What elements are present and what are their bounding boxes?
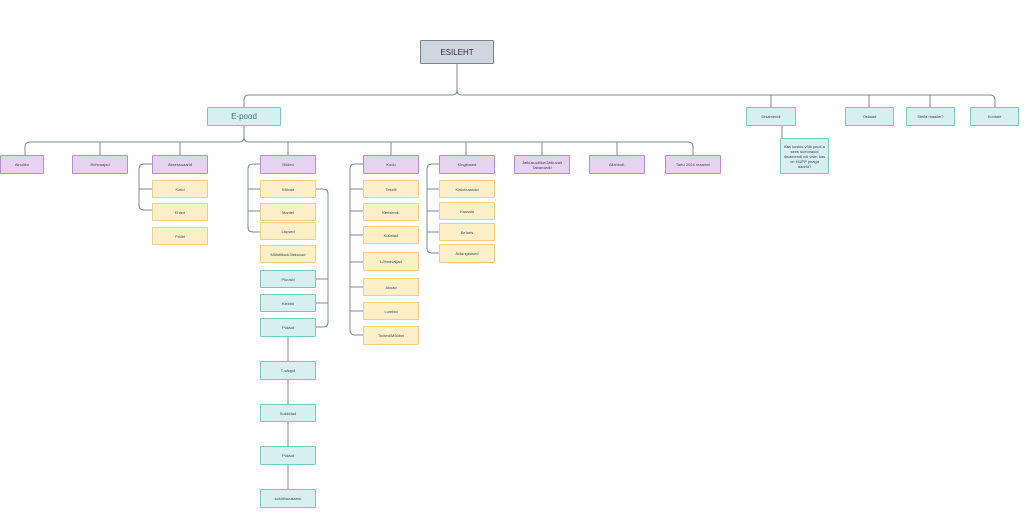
- riided-teal-item[interactable]: Pluusid: [260, 270, 316, 288]
- category-allahindlus[interactable]: Allahindl.: [589, 155, 645, 174]
- riided-chain-item[interactable]: Püksid: [260, 446, 316, 465]
- aksessuaarid-item[interactable]: Prillid: [152, 227, 208, 245]
- category-jatkusuutlik[interactable]: Jatkusuutlike/Jätkuvalt Tabandatki: [514, 155, 570, 174]
- riided-teal-item[interactable]: Kleidid: [260, 294, 316, 312]
- riided-chain-item[interactable]: T-särgid: [260, 361, 316, 380]
- category-kingitused[interactable]: Kingitused: [439, 155, 495, 174]
- disamendi-node[interactable]: Disamendi: [746, 107, 796, 126]
- kodu-item[interactable]: Küünlad: [363, 226, 419, 244]
- category-riided[interactable]: Riided: [260, 155, 316, 174]
- kodu-item[interactable]: Tooted/Mööbel: [363, 326, 419, 345]
- connector-kingitused-items: [426, 163, 439, 254]
- kingitused-item[interactable]: Belaris: [439, 223, 495, 241]
- connector-riided-right: [316, 188, 329, 328]
- kodu-item[interactable]: Lumbid: [363, 302, 419, 320]
- ostjad-node[interactable]: Ostlaad: [845, 107, 894, 126]
- category-rehvid[interactable]: Rehvaajad: [72, 155, 128, 174]
- riided-item[interactable]: Lapsed: [260, 222, 316, 240]
- kodu-item[interactable]: Aksad: [363, 278, 419, 296]
- category-ainult[interactable]: Ainultko: [0, 155, 44, 174]
- kodu-item[interactable]: Lõhnavaljad: [363, 252, 419, 271]
- riided-item[interactable]: Mantel: [260, 203, 316, 221]
- disamendi-note: Kas kuskiu võib peok a sees summalud dis…: [780, 138, 829, 174]
- category-aksessuaarid[interactable]: Aksessuaarid: [152, 155, 208, 174]
- connector-kodu-items: [349, 163, 363, 336]
- category-kodu[interactable]: Kodu: [363, 155, 419, 174]
- riided-chain-item[interactable]: sokid/suusamu: [260, 489, 316, 508]
- connector-riided-items: [247, 163, 260, 233]
- kontakt-node[interactable]: Kontakt: [970, 107, 1019, 126]
- connector-epood-bus-right: [243, 136, 694, 155]
- kingitused-item[interactable]: Ärikingitused: [439, 244, 495, 263]
- connector-root-bus: [456, 64, 996, 107]
- aksessuaarid-item[interactable]: Kotid: [152, 180, 208, 198]
- riided-item[interactable]: Rõivad: [260, 180, 316, 198]
- riided-chain-item[interactable]: Sokkidad: [260, 404, 316, 422]
- riided-teal-item[interactable]: Püksid: [260, 318, 316, 337]
- root-node[interactable]: ESILEHT: [420, 40, 494, 64]
- kingitused-item[interactable]: Kaussis: [439, 202, 495, 220]
- kingitused-item[interactable]: Kinkekaardid: [439, 180, 495, 198]
- riided-item[interactable]: Mõistlikud/Jätkuvad: [260, 245, 316, 263]
- connector-aksessuaarid-items: [138, 163, 152, 211]
- stella-node[interactable]: Stella maailm?: [906, 107, 955, 126]
- kodu-item[interactable]: Tekstil: [363, 180, 419, 198]
- kodu-item[interactable]: Kerisemk.: [363, 203, 419, 221]
- epood-node[interactable]: E-pood: [207, 107, 281, 126]
- aksessuaarid-item[interactable]: Ehted: [152, 203, 208, 221]
- category-tartu[interactable]: Tartu 2024 maamei: [665, 155, 721, 174]
- connector-root-epood: [243, 89, 458, 107]
- connector-epood-bus: [24, 126, 245, 155]
